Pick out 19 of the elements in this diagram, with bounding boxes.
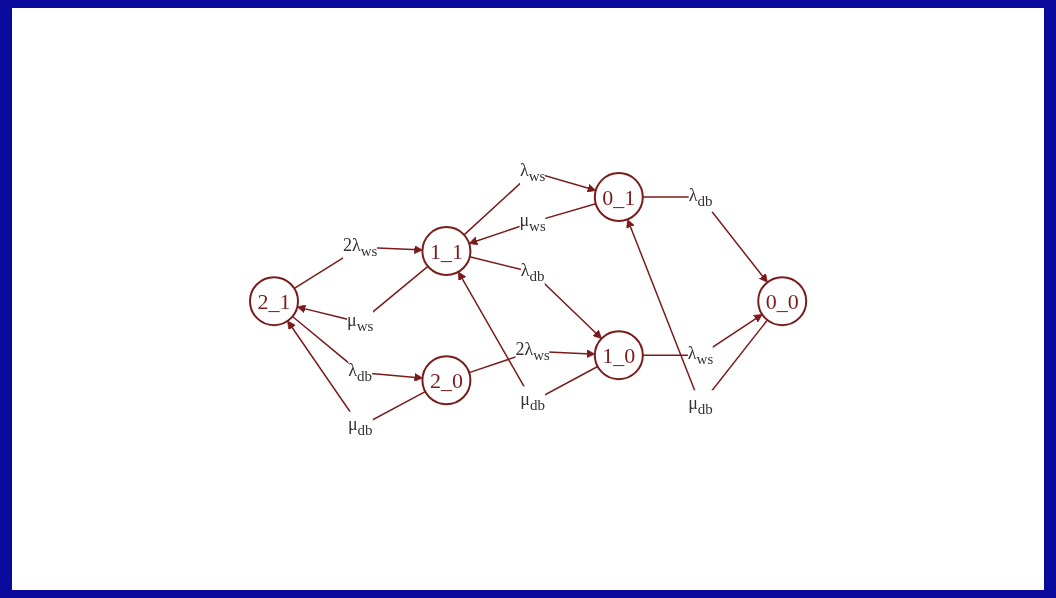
arrow	[468, 202, 597, 245]
node-circle: 2_1	[248, 275, 299, 326]
edge-label: λ$_{db}$	[688, 184, 713, 209]
edge-label: μ$_{db}$	[520, 389, 545, 413]
edge-label: μ$_{db}$	[688, 393, 713, 417]
edge-label: μ$_{ws}$	[519, 209, 546, 234]
edge-label: λ$_{db}$	[348, 360, 372, 384]
edge-label: μ$_{ws}$	[346, 310, 374, 334]
edge-label: λ$_{db}$	[520, 259, 545, 284]
node-circle: 0_0	[757, 275, 808, 326]
node-circle: 1_0	[593, 329, 644, 380]
edge-label: λ$_{ws}$	[519, 159, 546, 184]
edge-label: 2λ$_{ws}$	[342, 234, 378, 259]
node-circle: 1_1	[421, 225, 472, 276]
node-circle: 2_0	[421, 355, 472, 405]
edge-label: 2λ$_{ws}$	[515, 339, 550, 363]
edge-label: λ$_{ws}$	[687, 342, 714, 367]
node-circle: 0_1	[593, 171, 644, 222]
edge-label: μ$_{db}$	[347, 414, 373, 438]
